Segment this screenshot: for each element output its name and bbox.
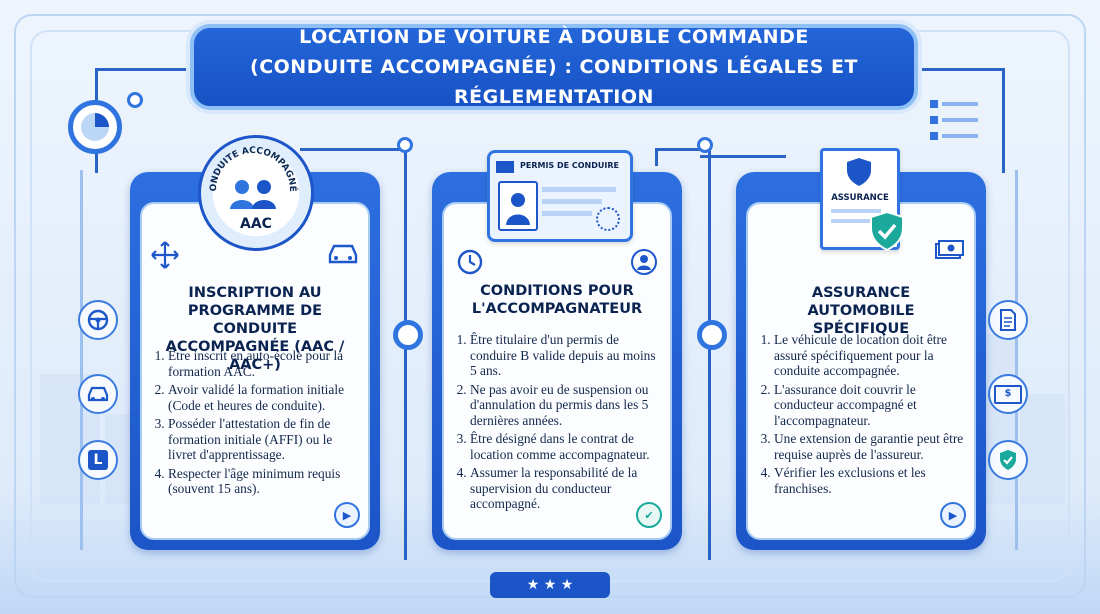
title-banner: LOCATION DE VOITURE À DOUBLE COMMANDE (C… xyxy=(190,24,918,110)
panel-heading: INSCRIPTION AU PROGRAMME DE CONDUITE ACC… xyxy=(165,285,345,373)
document-icon xyxy=(988,300,1028,340)
connector xyxy=(700,155,786,158)
list-item: Avoir validé la formation initiale (Code… xyxy=(168,382,360,413)
insurance-document: ASSURANCE xyxy=(820,148,904,251)
panel-insurance: ASSURANCE AUTOMOBILE SPÉCIFIQUE Le véhic… xyxy=(736,172,986,550)
connector xyxy=(708,150,711,560)
connector xyxy=(1002,68,1005,173)
card-line xyxy=(542,199,602,204)
cash-icon xyxy=(934,240,964,266)
doc-line xyxy=(831,219,871,223)
steering-wheel-icon xyxy=(78,300,118,340)
connector-node xyxy=(127,92,143,108)
panel-heading: ASSURANCE AUTOMOBILE SPÉCIFIQUE xyxy=(807,285,915,337)
play-icon: ▶ xyxy=(940,502,966,528)
arrows-move-icon xyxy=(150,240,180,274)
footer-stars: ★ ★ ★ xyxy=(490,572,610,598)
requirement-list: Être inscrit en auto-école pour la forma… xyxy=(148,348,360,500)
list-item: Ne pas avoir eu de suspension ou d'annul… xyxy=(470,382,662,429)
insurance-label: ASSURANCE xyxy=(831,193,889,203)
connector xyxy=(80,170,83,550)
list-item: Posséder l'attestation de fin de formati… xyxy=(168,416,360,463)
list-item: Être inscrit en auto-école pour la forma… xyxy=(168,348,360,379)
list-item: Être désigné dans le contrat de location… xyxy=(470,431,662,462)
clock-icon xyxy=(456,248,484,280)
connector xyxy=(655,148,710,151)
aac-badge: CONDUITE ACCOMPAGNÉE AAC xyxy=(198,135,314,251)
doc-line xyxy=(831,209,881,213)
check-icon: ✔ xyxy=(636,502,662,528)
eu-flag-icon xyxy=(496,161,514,173)
panel-heading: CONDITIONS POUR L'ACCOMPAGNATEUR xyxy=(471,283,643,317)
connector xyxy=(95,68,193,71)
list-item: Le véhicule de location doit être assuré… xyxy=(774,332,966,379)
city-building xyxy=(1020,394,1065,504)
list-item: Assumer la responsabilité de la supervis… xyxy=(470,465,662,512)
connector-node xyxy=(697,137,713,153)
connector-knob xyxy=(697,320,727,350)
list-item: Vérifier les exclusions et les franchise… xyxy=(774,465,966,496)
shield-icon xyxy=(847,158,871,186)
eu-stars-icon xyxy=(596,207,620,231)
gauge-icon xyxy=(68,100,122,154)
list-lines-icon xyxy=(930,100,978,140)
user-icon xyxy=(630,248,658,280)
list-item: Respecter l'âge minimum requis (souvent … xyxy=(168,466,360,497)
connector-node xyxy=(397,137,413,153)
shield-check-icon xyxy=(988,440,1028,480)
list-item: Une extension de garantie peut être requ… xyxy=(774,431,966,462)
connector xyxy=(908,68,1003,71)
license-card: PERMIS DE CONDUIRE xyxy=(487,150,633,242)
badge-ring-text: CONDUITE ACCOMPAGNÉE xyxy=(198,135,299,192)
card-line xyxy=(542,187,616,192)
badge-code: AAC xyxy=(240,216,272,232)
license-label: PERMIS DE CONDUIRE xyxy=(520,161,619,170)
play-icon: ▶ xyxy=(334,502,360,528)
connector xyxy=(404,150,407,560)
shield-check-icon xyxy=(870,211,904,251)
list-item: L'assurance doit couvrir le conducteur a… xyxy=(774,382,966,429)
requirement-list: Le véhicule de location doit être assuré… xyxy=(754,332,966,499)
connector-knob xyxy=(393,320,423,350)
connector xyxy=(655,148,658,166)
connector xyxy=(1015,170,1018,550)
money-icon: $ xyxy=(988,374,1028,414)
page-title: LOCATION DE VOITURE À DOUBLE COMMANDE (C… xyxy=(250,26,858,108)
car-icon xyxy=(78,374,118,414)
id-photo xyxy=(498,181,538,231)
learner-l-icon: L xyxy=(78,440,118,480)
panel-accompanist-conditions: CONDITIONS POUR L'ACCOMPAGNATEUR Être ti… xyxy=(432,172,682,550)
car-front-icon xyxy=(326,242,360,270)
connector xyxy=(300,148,406,151)
list-item: Être titulaire d'un permis de conduire B… xyxy=(470,332,662,379)
card-line xyxy=(542,211,592,216)
panel-aac-registration: INSCRIPTION AU PROGRAMME DE CONDUITE ACC… xyxy=(130,172,380,550)
requirement-list: Être titulaire d'un permis de conduire B… xyxy=(450,332,662,515)
